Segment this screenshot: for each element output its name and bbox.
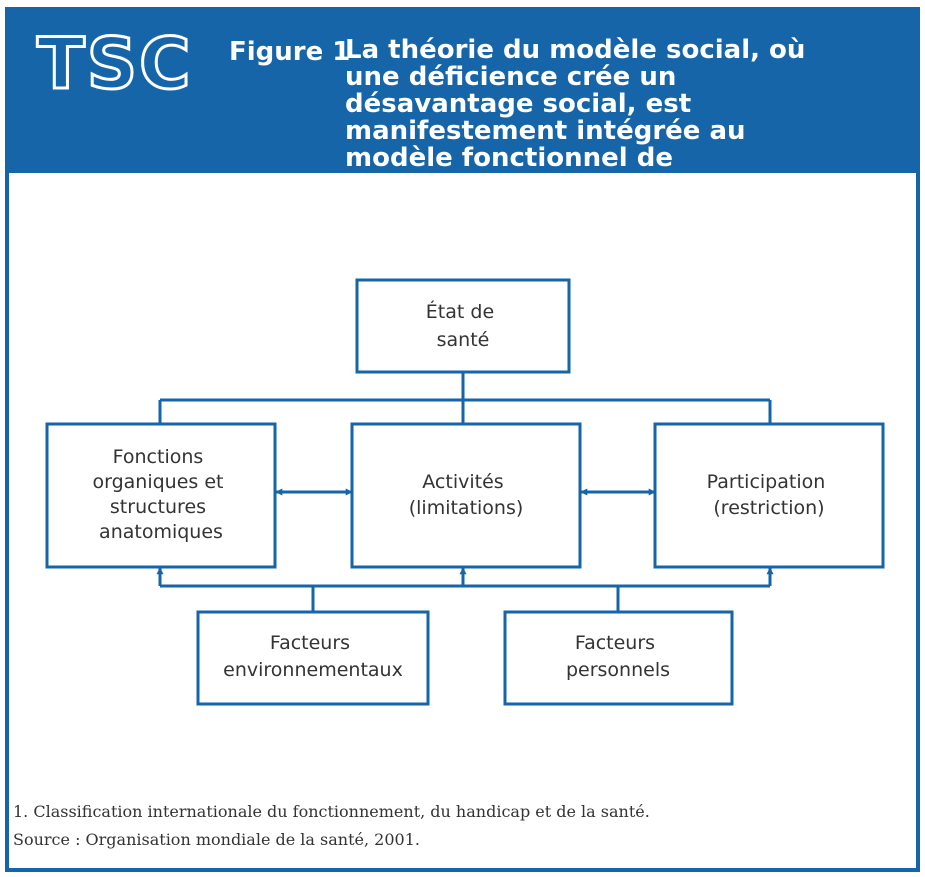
box-facteurs-env-label: Facteurs environnementaux <box>223 632 403 681</box>
figure-header: TSC Figure 1 La théorie du modèle social… <box>9 11 916 206</box>
footnote: 1. Classification internationale du fonc… <box>13 798 650 854</box>
box-participation <box>653 422 885 569</box>
figure-title: La théorie du modèle social, où une défi… <box>345 37 815 207</box>
box-facteurs-env <box>196 610 430 706</box>
box-facteurs-perso <box>503 610 734 706</box>
box-activites-label: Activités (limitations) <box>409 471 524 519</box>
box-activites <box>350 422 582 569</box>
box-facteurs-perso-label: Facteurs personnels <box>566 632 670 681</box>
figure-label: Figure 1 <box>229 37 351 67</box>
tsc-logo: TSC <box>36 22 193 107</box>
box-participation-label: Participation (restriction) <box>707 471 832 519</box>
footnote-source: Source : Organisation mondiale de la san… <box>13 830 420 849</box>
box-etat-sante-label: État de santé <box>426 300 500 351</box>
figure-title-text: La théorie du modèle social, où une défi… <box>345 35 806 208</box>
box-fonctions-label: Fonctions organiques et structures anato… <box>92 446 229 543</box>
figure-title-superscript: 1 <box>651 176 663 195</box>
box-fonctions <box>45 422 277 569</box>
footnote-note: 1. Classification internationale du fonc… <box>13 802 650 821</box>
box-etat-sante <box>355 278 571 374</box>
figure-frame: TSC Figure 1 La théorie du modèle social… <box>5 7 920 872</box>
